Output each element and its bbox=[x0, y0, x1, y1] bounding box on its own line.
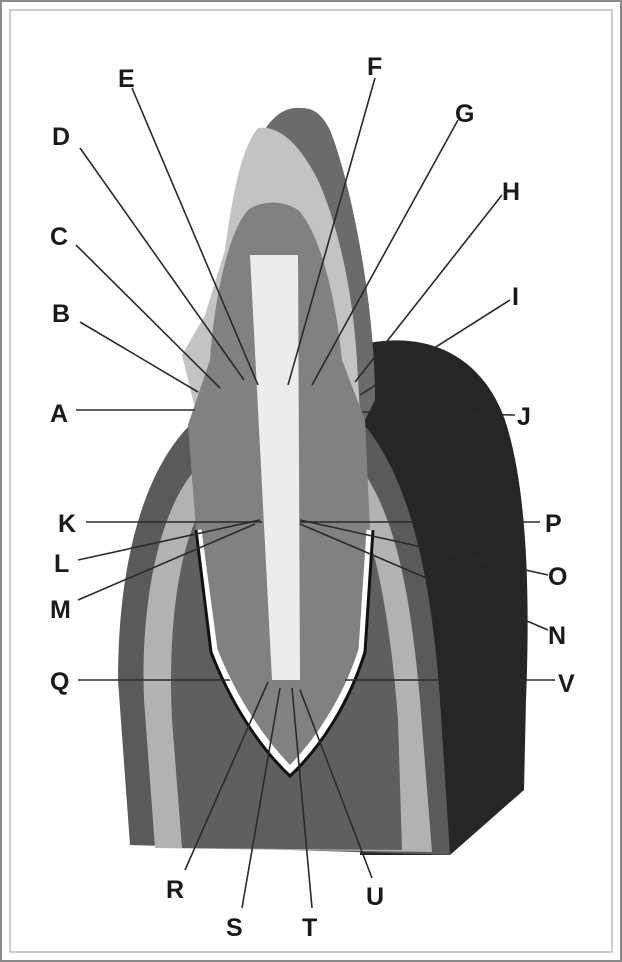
label-b: B bbox=[52, 300, 70, 328]
label-h: H bbox=[502, 178, 520, 206]
label-c: C bbox=[50, 223, 68, 251]
label-t: T bbox=[302, 914, 317, 942]
label-q: Q bbox=[50, 668, 69, 696]
label-l: L bbox=[54, 550, 69, 578]
label-u: U bbox=[366, 883, 384, 911]
label-k: K bbox=[58, 510, 76, 538]
label-o: O bbox=[548, 563, 567, 591]
label-j: J bbox=[517, 403, 531, 431]
label-r: R bbox=[166, 876, 184, 904]
label-d: D bbox=[52, 123, 70, 151]
label-m: M bbox=[50, 596, 71, 624]
label-n: N bbox=[548, 622, 566, 650]
label-a: A bbox=[50, 400, 68, 428]
label-v: V bbox=[558, 670, 575, 698]
label-e: E bbox=[118, 65, 135, 93]
label-f: F bbox=[367, 53, 382, 81]
label-s: S bbox=[226, 914, 243, 942]
label-p: P bbox=[545, 510, 562, 538]
label-i: I bbox=[512, 283, 519, 311]
label-g: G bbox=[455, 100, 474, 128]
